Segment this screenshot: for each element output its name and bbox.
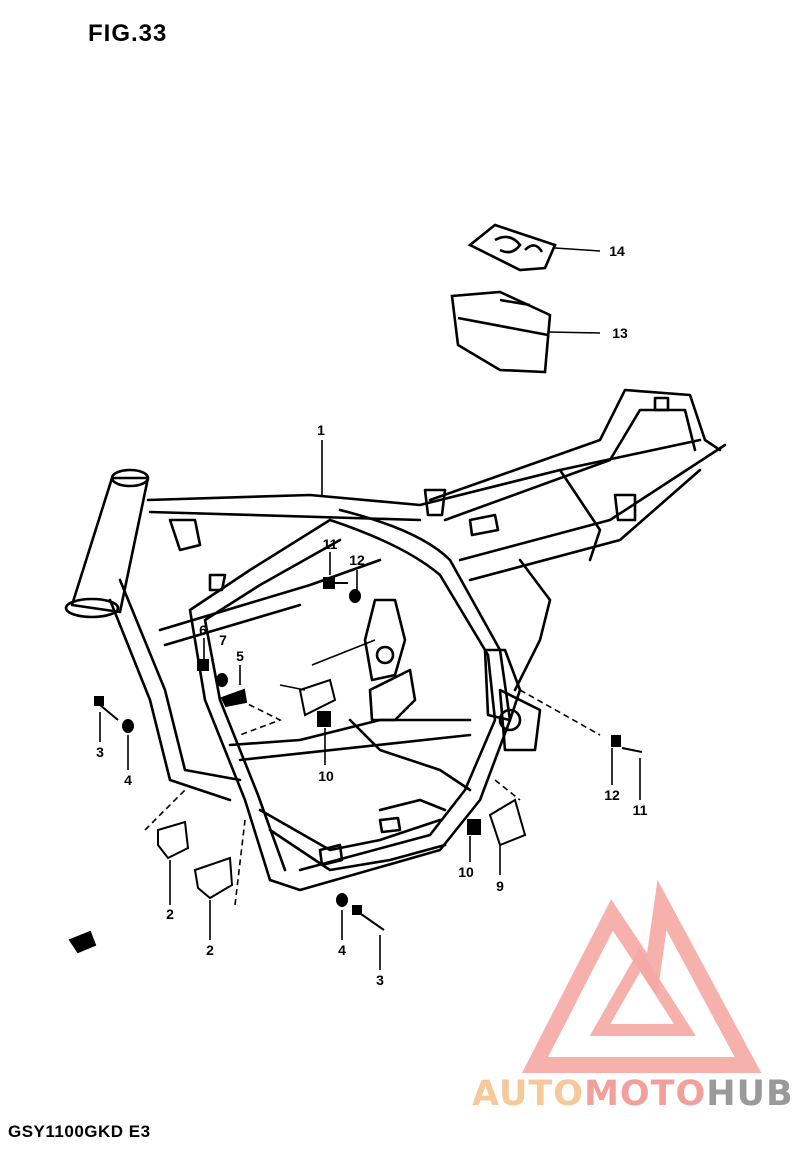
part-label-10-right: 10 — [458, 864, 474, 880]
part-label-3-left: 3 — [96, 744, 104, 760]
part-label-12-right: 12 — [604, 787, 620, 803]
part-label-4-bottom: 4 — [338, 942, 346, 958]
leader-lines — [99, 247, 641, 970]
part-label-4-left: 4 — [124, 772, 132, 788]
part-label-7: 7 — [219, 632, 227, 648]
part-label-6: 6 — [199, 622, 207, 638]
part-label-2-upper: 2 — [166, 906, 174, 922]
figure-title: FIG.33 — [88, 20, 168, 47]
watermark-logo — [521, 879, 762, 1073]
watermark-hub: HUB — [706, 1074, 794, 1114]
part-label-10-center: 10 — [318, 768, 334, 784]
part-label-11-top: 11 — [322, 536, 338, 552]
part-label-13: 13 — [612, 325, 628, 341]
part-14-pad — [467, 223, 557, 272]
part-label-14: 14 — [609, 243, 625, 259]
fasteners — [68, 577, 643, 954]
model-code: GSY1100GKD E3 — [8, 1122, 151, 1141]
watermark-moto: MOTO — [584, 1074, 707, 1114]
part-label-9: 9 — [496, 878, 504, 894]
part-label-3-bottom: 3 — [376, 972, 384, 988]
part-label-12-top: 12 — [349, 552, 365, 568]
part-label-11-right: 11 — [632, 802, 648, 818]
part-13-box — [450, 290, 552, 374]
watermark-text: AUTOMOTOHUB — [472, 1074, 794, 1114]
part-label-5: 5 — [236, 648, 244, 664]
watermark-auto: AUTO — [472, 1074, 585, 1114]
frame-lines — [64, 388, 727, 892]
part-label-1: 1 — [317, 422, 325, 438]
part-label-2-lower: 2 — [206, 942, 214, 958]
